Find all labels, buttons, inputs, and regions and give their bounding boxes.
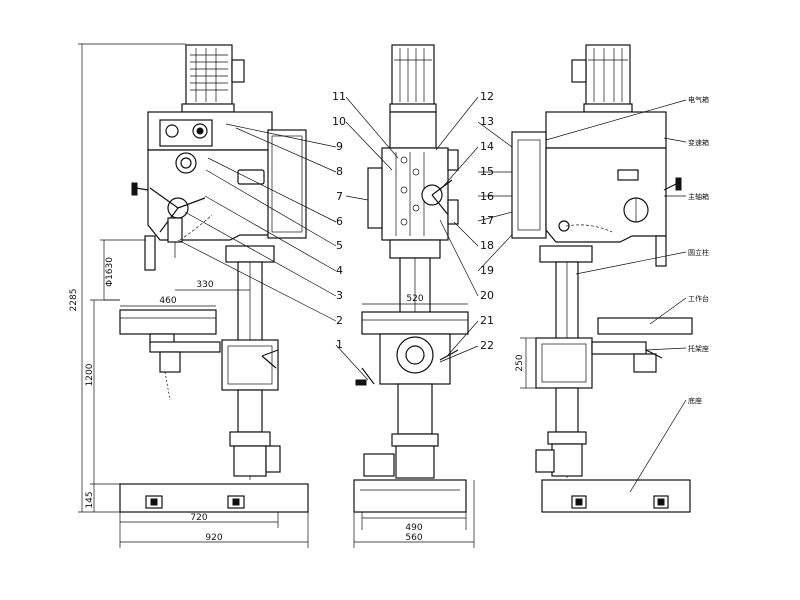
right-bracket <box>535 337 593 389</box>
front-bracket <box>379 333 451 385</box>
front-base <box>353 479 467 513</box>
electrical-box <box>511 131 547 239</box>
callout-6: 6 <box>336 215 343 228</box>
left-view: 2285 Φ1630 1200 145 330 460 720 920 <box>69 43 309 548</box>
worktable <box>119 309 217 335</box>
callout-21: 21 <box>480 314 494 327</box>
label-bracket: 托架座 <box>688 344 709 353</box>
callout-5: 5 <box>336 239 343 252</box>
dim-base-inner: 720 <box>190 513 207 523</box>
callout-19: 19 <box>480 264 494 277</box>
callout-17: 17 <box>480 214 494 227</box>
callout-2: 2 <box>336 314 343 327</box>
callout-8: 8 <box>336 165 343 178</box>
label-column: 圆立柱 <box>688 248 709 257</box>
dim-table-width: 460 <box>159 296 176 306</box>
dim-total-height: 2285 <box>69 289 79 312</box>
dim-front-base-outer: 560 <box>405 533 422 543</box>
dim-spindle-travel: Φ1630 <box>105 257 115 287</box>
callout-18: 18 <box>480 239 494 252</box>
dim-overhang: 330 <box>196 280 213 290</box>
callout-22: 22 <box>480 339 494 352</box>
dim-base-height: 145 <box>85 491 95 508</box>
bracket <box>221 339 279 391</box>
callout-11: 11 <box>332 90 346 103</box>
callout-1: 1 <box>336 338 343 351</box>
label-electrical-box: 电气箱 <box>688 95 709 104</box>
callout-14: 14 <box>480 140 494 153</box>
label-worktable: 工作台 <box>688 294 709 303</box>
front-motor <box>391 44 435 106</box>
right-motor <box>585 44 631 106</box>
dim-front-base-inner: 490 <box>405 523 422 533</box>
callout-4: 4 <box>336 264 343 277</box>
dim-column-height: 1200 <box>85 363 95 386</box>
dim-front-table: 520 <box>406 294 423 304</box>
callout-15: 15 <box>480 165 494 178</box>
label-main-gearbox: 主轴箱 <box>688 192 709 201</box>
callout-9: 9 <box>336 140 343 153</box>
callout-13: 13 <box>480 115 494 128</box>
callout-20: 20 <box>480 289 494 302</box>
right-view: 250 电气箱 变速箱 主轴箱 圆立柱 工作台 托架座 底座 <box>511 44 709 513</box>
callout-7: 7 <box>336 190 343 203</box>
label-gearbox: 变速箱 <box>688 138 709 147</box>
callout-16: 16 <box>480 190 494 203</box>
right-table <box>597 317 693 335</box>
callout-3: 3 <box>336 289 343 302</box>
callout-10: 10 <box>332 115 346 128</box>
front-view: 520 490 560 <box>353 44 475 548</box>
label-base: 底座 <box>688 396 702 405</box>
front-table <box>361 311 469 335</box>
gearbox-body <box>147 149 273 241</box>
motor <box>185 44 233 106</box>
callout-leaders <box>177 96 525 381</box>
callout-12: 12 <box>480 90 494 103</box>
dim-base-outer: 920 <box>205 533 222 543</box>
dim-side-table: 250 <box>515 354 525 371</box>
side-box <box>267 129 307 239</box>
